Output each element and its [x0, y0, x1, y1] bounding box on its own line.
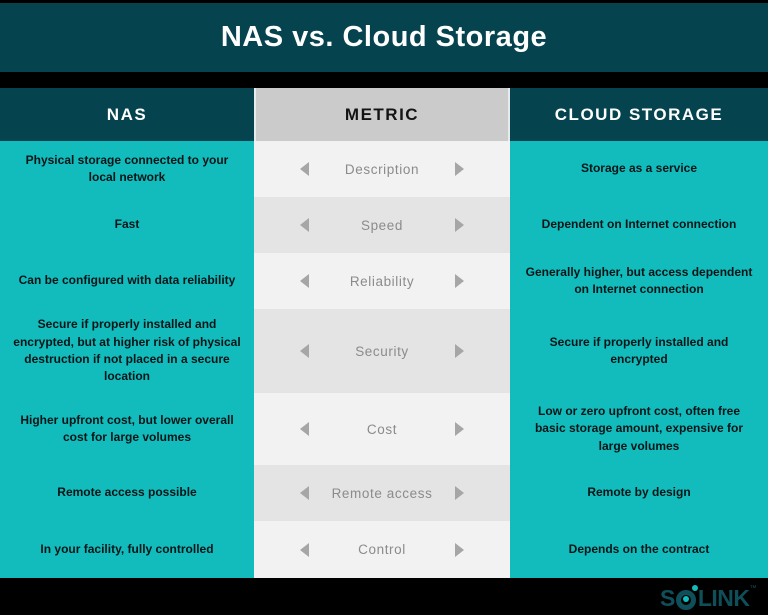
metric-label: Remote access: [331, 485, 433, 501]
title-band: NAS vs. Cloud Storage: [0, 3, 768, 72]
chevron-left-icon: [300, 422, 309, 436]
metric-label: Cost: [366, 421, 398, 437]
metric-label: Description: [344, 161, 420, 177]
nas-cell-reliability: Can be configured with data reliability: [0, 253, 254, 309]
metric-cell-description: Description: [254, 141, 510, 197]
logo-teal-dot-top: [691, 585, 698, 591]
chevron-left-icon: [300, 218, 309, 232]
cloud-text: Secure if properly installed and encrypt…: [549, 334, 729, 366]
cloud-text: Storage as a service: [580, 161, 698, 176]
metric-cell-control: Control: [254, 521, 510, 578]
chevron-left-icon: [300, 486, 309, 500]
solink-logo-o-icon: [675, 585, 698, 610]
nas-text: Higher upfront cost, but lower overall c…: [20, 412, 234, 444]
cloud-cell-control: Depends on the contract: [510, 521, 768, 578]
nas-text: Remote access possible: [57, 485, 197, 500]
comparison-table: NAS METRIC CLOUD STORAGE Physical storag…: [0, 88, 768, 578]
metric-label: Security: [355, 343, 409, 359]
nas-text: In your facility, fully controlled: [40, 541, 214, 556]
solink-logo-s: S: [659, 585, 675, 611]
nas-cell-description: Physical storage connected to your local…: [0, 141, 254, 197]
nas-text: Physical storage connected to your local…: [25, 152, 229, 184]
solink-logo: S LINK ™: [659, 585, 757, 611]
metric-label: Control: [358, 542, 406, 557]
cloud-cell-remote-access: Remote by design: [510, 465, 768, 521]
cloud-text: Low or zero upfront cost, often free bas…: [534, 403, 744, 453]
nas-text: Secure if properly installed and encrypt…: [13, 317, 241, 384]
trademark-symbol: ™: [749, 585, 757, 592]
nas-cell-remote-access: Remote access possible: [0, 465, 254, 521]
nas-cell-security: Secure if properly installed and encrypt…: [0, 309, 254, 393]
nas-text: Fast: [114, 217, 140, 232]
column-header-metric: METRIC: [254, 88, 510, 141]
nas-cell-control: In your facility, fully controlled: [0, 521, 254, 578]
chevron-left-icon: [300, 344, 309, 358]
logo-o-ring: [675, 590, 696, 610]
metric-label: Reliability: [349, 273, 415, 289]
nas-cell-speed: Fast: [0, 197, 254, 253]
metric-cell-remote-access: Remote access: [254, 465, 510, 521]
cloud-cell-description: Storage as a service: [510, 141, 768, 197]
cloud-cell-speed: Dependent on Internet connection: [510, 197, 768, 253]
metric-cell-reliability: Reliability: [254, 253, 510, 309]
chevron-left-icon: [300, 274, 309, 288]
logo-teal-dot-center: [682, 596, 689, 602]
metric-cell-security: Security: [254, 309, 510, 393]
chevron-right-icon: [455, 218, 464, 232]
cloud-text: Generally higher, but access dependent o…: [525, 264, 753, 296]
chevron-right-icon: [455, 344, 464, 358]
title-divider: [0, 72, 768, 88]
cloud-text: Depends on the contract: [568, 541, 710, 556]
page-title: NAS vs. Cloud Storage: [220, 21, 548, 53]
nas-cell-cost: Higher upfront cost, but lower overall c…: [0, 393, 254, 465]
chevron-right-icon: [455, 542, 464, 557]
metric-cell-speed: Speed: [254, 197, 510, 253]
chevron-right-icon: [455, 486, 464, 500]
metric-cell-cost: Cost: [254, 393, 510, 465]
chevron-right-icon: [455, 274, 464, 288]
cloud-cell-reliability: Generally higher, but access dependent o…: [510, 253, 768, 309]
column-header-cloud: CLOUD STORAGE: [510, 88, 768, 141]
cloud-text: Remote by design: [587, 485, 691, 500]
chevron-left-icon: [300, 542, 309, 557]
nas-text: Can be configured with data reliability: [18, 273, 236, 288]
footer-band: S LINK ™: [0, 578, 768, 615]
chevron-right-icon: [455, 422, 464, 436]
column-header-nas: NAS: [0, 88, 254, 141]
metric-label: Speed: [360, 217, 404, 233]
solink-logo-link: LINK: [697, 585, 750, 611]
cloud-cell-security: Secure if properly installed and encrypt…: [510, 309, 768, 393]
cloud-text: Dependent on Internet connection: [541, 217, 737, 232]
chevron-right-icon: [455, 162, 464, 176]
cloud-cell-cost: Low or zero upfront cost, often free bas…: [510, 393, 768, 465]
chevron-left-icon: [300, 162, 309, 176]
